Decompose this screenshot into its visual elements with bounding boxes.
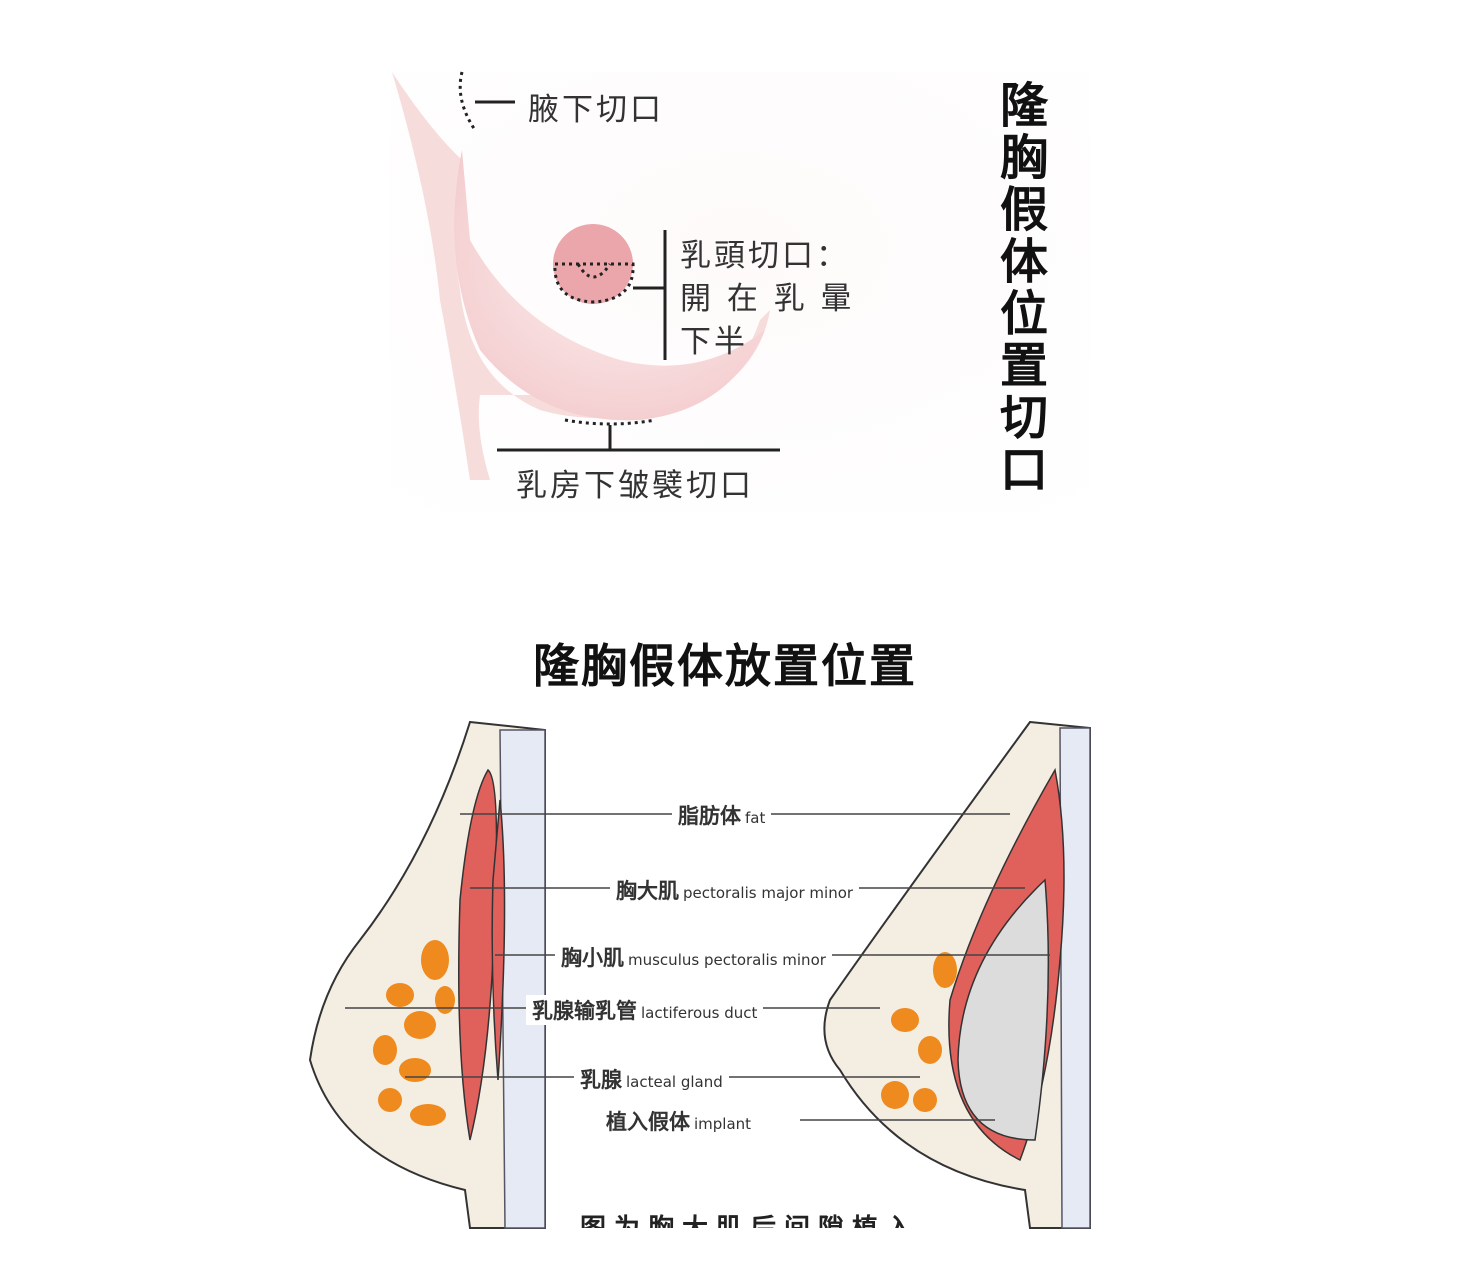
label-en: pectoralis major minor [683, 884, 854, 902]
gland-lobules [373, 940, 455, 1126]
chest-wall [499, 729, 546, 1229]
label-zh: 脂肪体 [678, 804, 741, 828]
nipple-incision-line [576, 263, 612, 279]
breast-implant [957, 878, 1050, 1141]
placement-title: 隆胸假体放置位置 [533, 639, 917, 693]
label-en: musculus pectoralis minor [628, 951, 826, 969]
anatomy-with-implant [823, 720, 1091, 1229]
areola-incision-label-line1: 乳頭切口： [680, 238, 850, 274]
chest-wall [1059, 727, 1091, 1229]
inframammary-leader-line [497, 425, 780, 452]
label-zh: 胸大肌 [616, 879, 679, 903]
incision-vertical-title: 隆胸假体位置切口 [999, 78, 1048, 498]
pectoralis-minor [491, 799, 506, 1081]
label-zh: 胸小肌 [561, 946, 624, 970]
areola-incision-label-line2: 開 在 乳 暈 [680, 281, 855, 317]
areola-incision-line [553, 262, 635, 304]
areola-incision-label-line3: 下半 [680, 324, 748, 360]
inframammary-incision-label: 乳房下皱襞切口 [516, 468, 754, 504]
gland-lobules [881, 952, 957, 1112]
label-en: lacteal gland [626, 1073, 723, 1091]
label-zh: 乳腺 [580, 1068, 622, 1092]
label-en: implant [694, 1115, 752, 1133]
axillary-incision-line [458, 71, 477, 131]
torso-shape [392, 72, 770, 480]
placement-caption-clipped: 图为胸大肌后间隙植入 [580, 1212, 920, 1228]
areola-leader-line [633, 230, 667, 360]
label-en: fat [745, 809, 766, 827]
axillary-incision-label: 腋下切口 [528, 92, 664, 128]
inframammary-incision-line [564, 418, 656, 426]
label-zh: 植入假体 [606, 1110, 690, 1134]
anatomy-without-implant [308, 720, 546, 1229]
breast-shape [454, 150, 765, 421]
label-zh: 乳腺输乳管 [532, 999, 637, 1023]
label-en: lactiferous duct [641, 1004, 758, 1022]
